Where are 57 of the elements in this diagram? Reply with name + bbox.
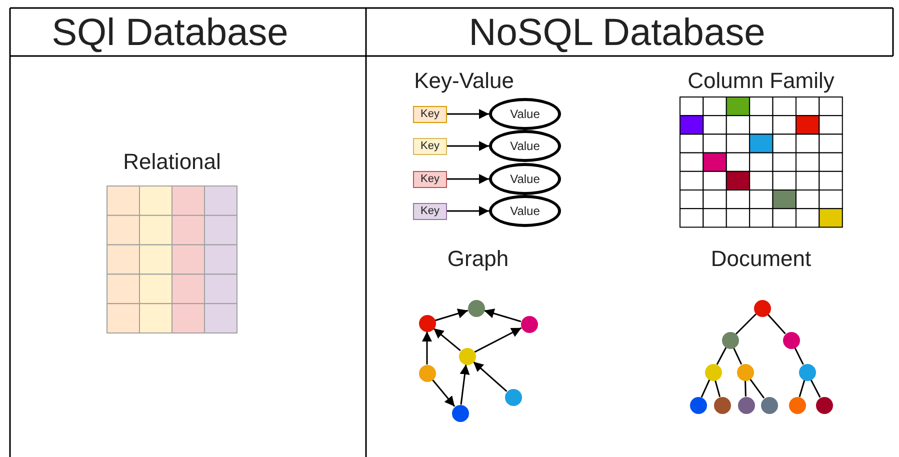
key-box: Key	[413, 138, 447, 154]
graph-node	[458, 348, 476, 364]
tree-node	[788, 396, 806, 414]
arrow	[434, 308, 468, 322]
tree-node	[722, 332, 738, 348]
section-title: Graph	[447, 248, 509, 270]
arrow	[433, 328, 461, 352]
tree-node	[736, 364, 754, 380]
value-ellipse: Value	[489, 195, 561, 227]
tree-node	[782, 332, 800, 348]
connector-line	[732, 347, 742, 365]
arrow	[484, 308, 522, 322]
connector-line	[798, 380, 806, 398]
section-title: Key-Value	[414, 70, 514, 92]
connector-line	[735, 313, 757, 335]
arrow	[447, 174, 489, 184]
section-title: Relational	[123, 151, 221, 173]
connector-line	[716, 347, 727, 365]
arrow	[447, 109, 489, 119]
value-ellipse: Value	[489, 98, 561, 130]
section-title: Column Family	[688, 70, 834, 92]
connector-line	[744, 380, 746, 397]
key-box: Key	[413, 106, 447, 122]
connector-line	[794, 347, 804, 365]
arrow	[447, 206, 489, 216]
arrow	[472, 361, 508, 392]
column-header: NoSQL Database	[468, 14, 766, 52]
connector-line	[700, 379, 710, 398]
graph-node	[468, 300, 484, 316]
graph-node	[452, 404, 468, 422]
arrow	[474, 327, 522, 353]
tree-node	[798, 364, 816, 380]
key-box: Key	[413, 202, 447, 220]
tree-node	[754, 300, 770, 316]
arrow	[422, 332, 432, 364]
graph-node	[504, 388, 522, 406]
arrow	[447, 141, 489, 151]
graph-node	[520, 316, 538, 332]
connector-line	[749, 378, 765, 399]
connector-line	[767, 314, 786, 334]
tree-node	[738, 396, 754, 414]
tree-node	[690, 396, 706, 414]
tree-node	[714, 396, 730, 414]
connector-line	[810, 379, 821, 398]
tree-node	[816, 396, 832, 414]
tree-node	[704, 364, 722, 380]
graph-node	[418, 314, 436, 332]
key-box: Key	[413, 170, 447, 188]
value-ellipse: Value	[489, 130, 561, 162]
column-header: SQl Database	[52, 14, 288, 52]
arrow	[432, 379, 456, 407]
value-ellipse: Value	[489, 163, 561, 195]
tree-node	[760, 396, 778, 414]
arrow	[460, 364, 470, 405]
section-title: Document	[710, 248, 812, 270]
graph-node	[418, 364, 436, 382]
connector-line	[714, 380, 721, 397]
